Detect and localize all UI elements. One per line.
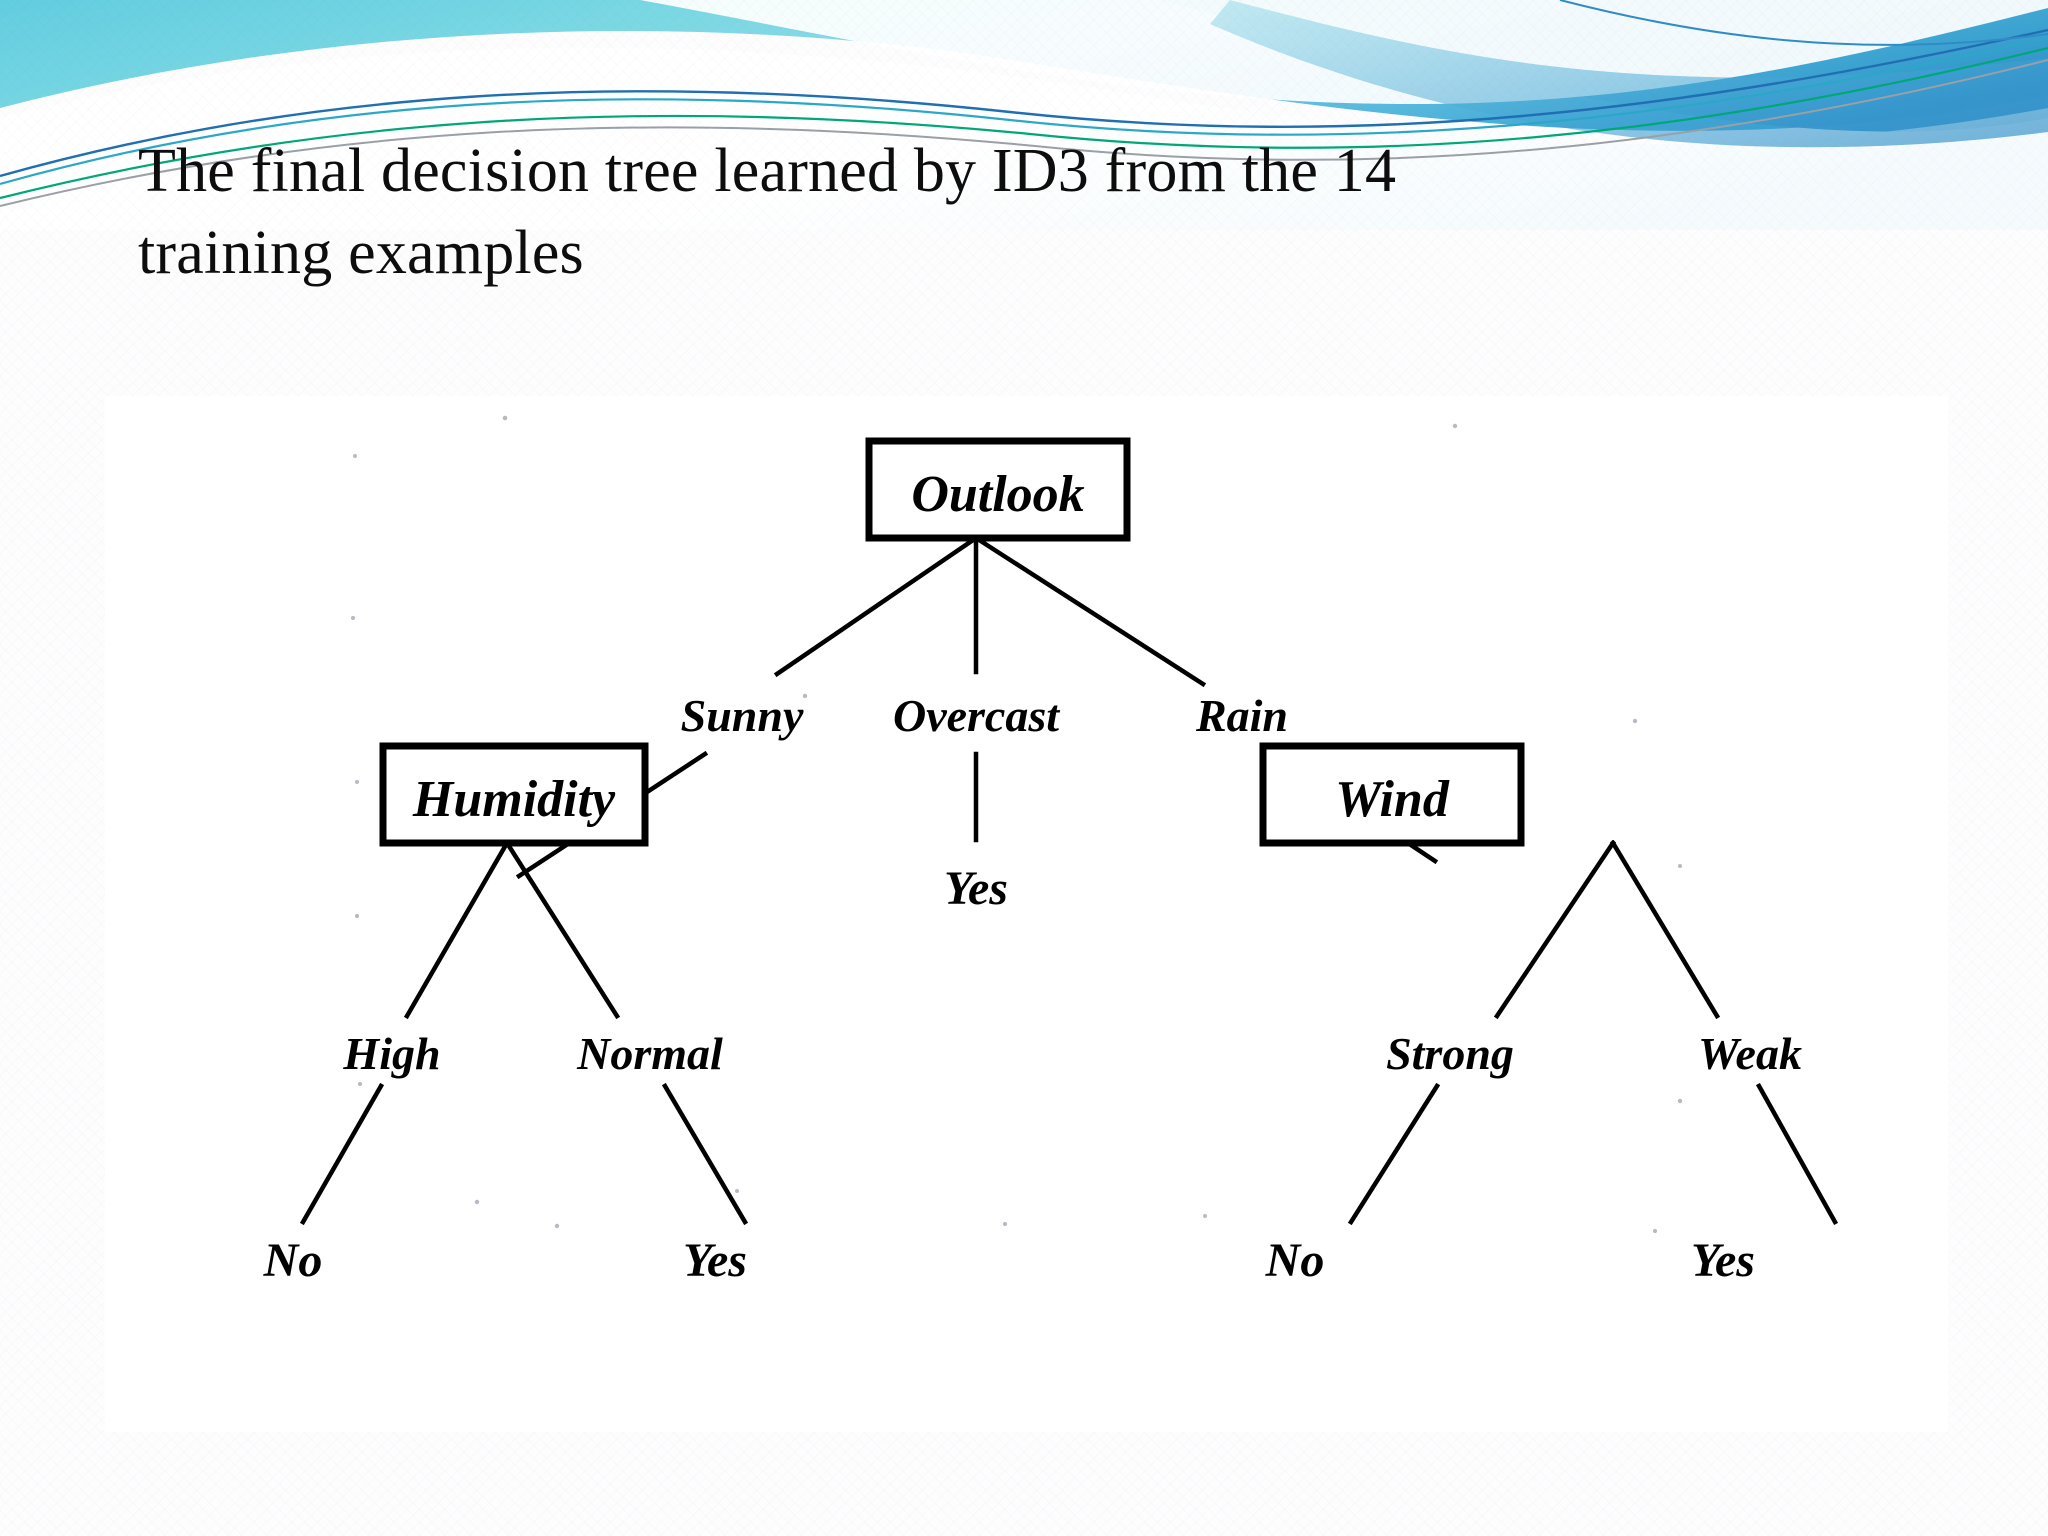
header-line-blue-short — [1559, 0, 2048, 46]
header-blue-band — [1210, 0, 2048, 148]
header-line-blue — [0, 28, 2048, 178]
tree-node-outlook-label: Outlook — [911, 466, 1084, 523]
edge-line-wind-weak-upper — [1609, 839, 1721, 1020]
edge-label-high: High — [342, 1028, 440, 1079]
edge-line-humidity-normal-lower — [661, 1082, 749, 1226]
tree-node-outlook[interactable]: Outlook — [865, 437, 1131, 542]
edge-line-wind-strong-upper — [1493, 839, 1617, 1020]
edge-label-weak: Weak — [1698, 1028, 1802, 1079]
header-line-gray — [0, 59, 2048, 207]
decision-tree-svg: Outlook Humidity Wind Sunny Overcast Rai… — [263, 415, 1839, 1287]
edge-label-rain: Rain — [1195, 690, 1288, 741]
scan-speck — [735, 1189, 739, 1193]
tree-leaf-strong-no: No — [1265, 1234, 1325, 1287]
scan-speck — [1452, 423, 1458, 429]
scan-speck — [354, 913, 360, 919]
edge-label-overcast: Overcast — [893, 690, 1060, 741]
scan-speck — [1678, 864, 1682, 868]
page-title-line-2: training examples — [138, 219, 584, 288]
tree-node-humidity[interactable]: Humidity — [379, 742, 649, 847]
header-line-teal — [0, 36, 2048, 186]
edge-label-normal: Normal — [576, 1028, 723, 1079]
page-title-line-1: The final decision tree learned by ID3 f… — [138, 137, 1397, 205]
scan-speck — [1203, 1214, 1207, 1218]
scan-speck — [802, 693, 808, 699]
scan-speck — [554, 1223, 560, 1229]
tree-node-wind-label: Wind — [1335, 771, 1450, 828]
tree-leaf-high-no: No — [263, 1234, 323, 1287]
tree-leaf-overcast-yes: Yes — [944, 862, 1008, 915]
scan-speck — [1632, 718, 1638, 724]
header-wave-decoration — [0, 0, 2048, 230]
scan-speck — [353, 454, 357, 458]
page-title: The final decision tree learned by ID3 f… — [138, 130, 1858, 295]
tree-leaf-weak-yes: Yes — [1691, 1234, 1755, 1287]
edge-line-wind-strong-lower — [1347, 1082, 1441, 1226]
tree-node-humidity-box — [379, 742, 649, 847]
scan-speck — [350, 615, 356, 621]
scan-speck — [1677, 1098, 1683, 1104]
tree-node-wind[interactable]: Wind — [1259, 742, 1525, 847]
edge-label-strong: Strong — [1386, 1028, 1514, 1079]
tree-node-outlook-box — [865, 437, 1131, 542]
edge-line-outlook-sunny-upper — [773, 534, 980, 678]
edge-line-wind-weak-lower — [1755, 1082, 1839, 1226]
tree-leaf-normal-yes: Yes — [683, 1234, 747, 1287]
edge-line-humidity-normal-upper — [503, 839, 621, 1020]
edge-label-sunny: Sunny — [681, 690, 804, 741]
scan-speck — [474, 1199, 480, 1205]
scan-speck — [1002, 1221, 1008, 1227]
scan-speck — [502, 415, 508, 421]
scan-speck — [357, 1081, 363, 1087]
edge-line-outlook-rain-upper — [972, 534, 1207, 688]
header-line-green — [0, 46, 2048, 200]
edge-line-humidity-high-lower — [299, 1082, 385, 1226]
tree-node-wind-box — [1259, 742, 1525, 847]
scan-speck — [355, 780, 359, 784]
decision-tree-figure: Outlook Humidity Wind Sunny Overcast Rai… — [105, 396, 1948, 1432]
tree-node-humidity-label: Humidity — [412, 771, 616, 828]
edge-line-humidity-high-upper — [403, 839, 511, 1020]
scan-speck — [1652, 1228, 1658, 1234]
